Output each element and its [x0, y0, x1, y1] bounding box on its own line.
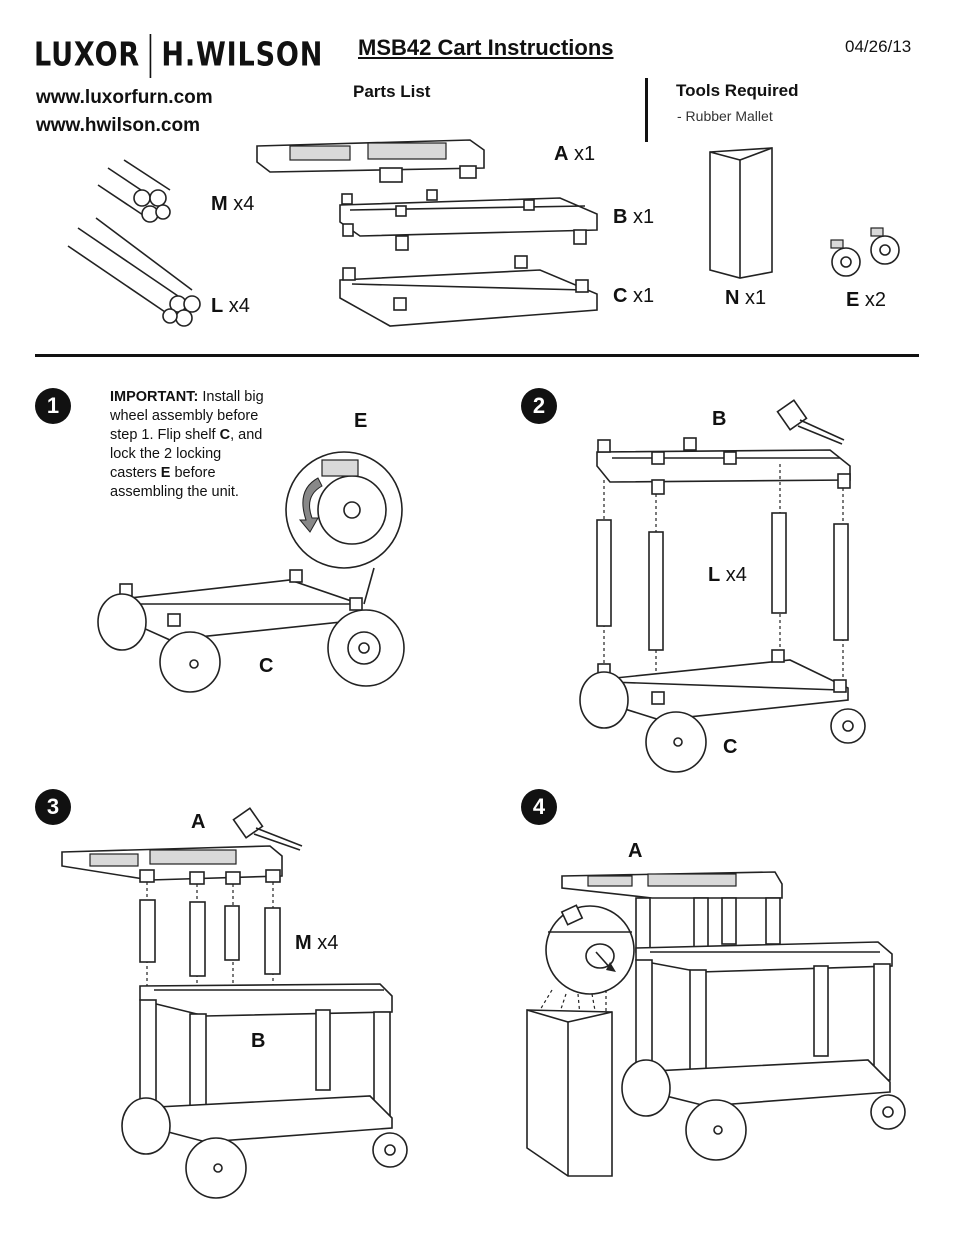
step-2-illustration — [579, 399, 866, 773]
url-luxor[interactable]: www.luxorfurn.com — [36, 87, 213, 108]
parts-list-heading: Parts List — [353, 82, 431, 101]
step-3-label-b: B — [251, 1030, 266, 1052]
step-1-badge: 1 — [35, 388, 71, 424]
part-b-middle-shelf — [339, 189, 598, 251]
part-m-tubes — [97, 159, 171, 223]
step-3-illustration — [61, 807, 408, 1199]
brand-divider — [149, 34, 152, 78]
part-n-panel — [709, 147, 773, 279]
step-2-label-c: C — [723, 736, 738, 758]
part-label-m: M x4 — [211, 193, 255, 215]
part-label-b: B x1 — [613, 206, 655, 228]
section-divider — [35, 354, 919, 357]
step-3-label-m: M x4 — [295, 932, 339, 954]
step-3-badge: 3 — [35, 789, 71, 825]
step-4-illustration — [526, 871, 906, 1177]
rubber-mallet-icon — [776, 399, 845, 445]
step-1-label-c: C — [259, 655, 274, 677]
part-label-a: A x1 — [554, 143, 596, 165]
step-2-label-l: L x4 — [708, 564, 747, 586]
part-a-top-shelf — [256, 139, 485, 183]
url-hwilson[interactable]: www.hwilson.com — [36, 115, 200, 136]
tool-item: - Rubber Mallet — [677, 108, 773, 124]
brand-left: LUXOR — [34, 34, 141, 74]
part-label-l: L x4 — [211, 295, 250, 317]
part-label-n: N x1 — [725, 287, 767, 309]
step-2-badge: 2 — [521, 388, 557, 424]
brand-logo: LUXOR H.WILSON — [34, 34, 323, 78]
tools-heading: Tools Required — [676, 81, 799, 100]
step-1-label-e: E — [354, 410, 368, 432]
rubber-mallet-icon — [232, 807, 303, 851]
part-c-bottom-shelf — [339, 255, 598, 327]
step-4-badge: 4 — [521, 789, 557, 825]
step-4-label-a: A — [628, 840, 643, 862]
brand-right: H.WILSON — [161, 34, 324, 74]
step-2-label-b: B — [712, 408, 727, 430]
part-label-e: E x2 — [846, 289, 887, 311]
step-1-note: IMPORTANT: Install big wheel assembly be… — [110, 389, 264, 500]
vertical-divider — [645, 78, 648, 142]
document-date: 04/26/13 — [845, 37, 912, 56]
step-1-illustration — [97, 451, 405, 693]
part-l-tubes — [67, 217, 201, 327]
part-e-casters — [830, 227, 900, 277]
page-title: MSB42 Cart Instructions — [358, 35, 614, 60]
part-label-c: C x1 — [613, 285, 655, 307]
step-3-label-a: A — [191, 811, 206, 833]
